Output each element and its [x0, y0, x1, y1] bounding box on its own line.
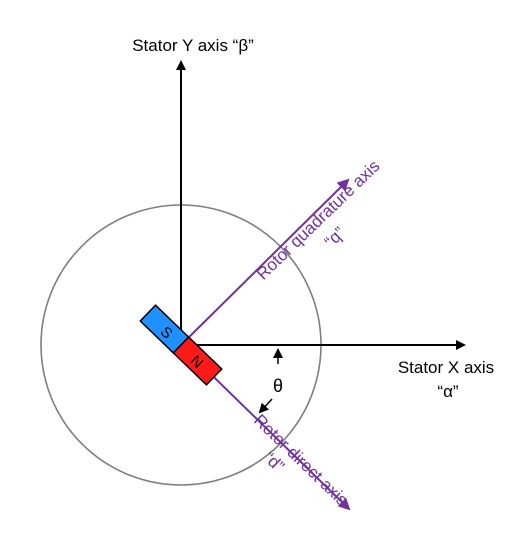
stator-y-axis-label: Stator Y axis “β”: [132, 36, 254, 55]
rotor-quadrature-axis-label: Rotor quadrature axis: [253, 156, 384, 283]
rotor-quadrature-axis-symbol: “q”: [321, 223, 349, 251]
stator-x-axis-label: Stator X axis: [398, 358, 494, 377]
rotor-magnet: S N: [139, 304, 223, 386]
magnet-north-pole: [172, 336, 223, 386]
theta-arrow-lower: [258, 398, 273, 414]
theta-label: θ: [273, 376, 283, 396]
stator-x-axis-symbol: “α”: [437, 382, 458, 401]
rotor-quadrature-axis: [180, 178, 350, 346]
